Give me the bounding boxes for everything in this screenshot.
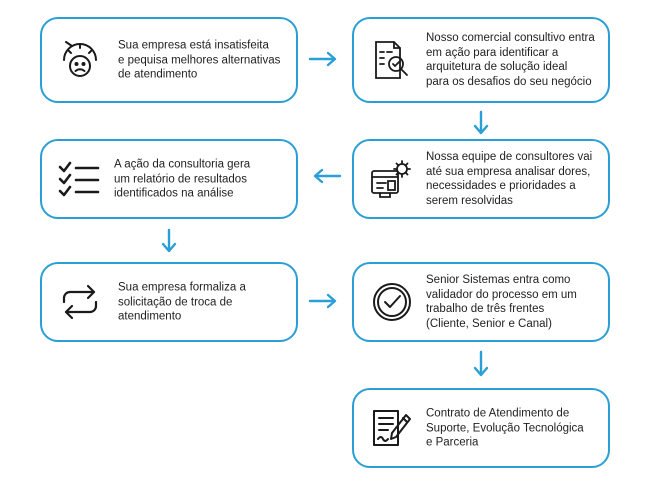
step-text-4: A ação da consultoria gera um relatório … [114,158,251,200]
step-box-6: Senior Sistemas entra como validador do … [352,262,610,342]
step-box-1: Sua empresa está insatisfeita e pequisa … [40,17,298,103]
document-magnifier-icon [368,38,412,82]
checklist-icon [56,157,102,201]
step-text-5: Sua empresa formaliza a solicitação de t… [118,281,246,323]
step-text-3: Nossa equipe de consultores vai até sua … [426,151,593,207]
step-text-1: Sua empresa está insatisfeita e pequisa … [118,39,281,81]
step-box-5: Sua empresa formaliza a solicitação de t… [40,262,298,342]
arrow-right-1 [308,50,342,68]
contract-signing-icon [368,405,414,451]
arrow-down-1 [472,110,490,138]
arrow-right-2 [308,292,342,310]
step-box-7: Contrato de Atendimento de Suporte, Evol… [352,388,610,468]
step-box-2: Nosso comercial consultivo entra em ação… [352,17,610,103]
arrow-left-1 [308,167,342,185]
step-text-6: Senior Sistemas entra como validador do … [426,274,577,330]
check-circle-icon [370,280,414,324]
step-box-4: A ação da consultoria gera um relatório … [40,139,298,219]
unhappy-face-meter-icon [58,38,102,82]
arrow-down-3 [472,350,490,380]
step-text-7: Contrato de Atendimento de Suporte, Evol… [426,407,584,449]
arrow-down-2 [160,228,178,256]
analysis-dashboard-gear-icon [368,157,412,201]
step-box-3: Nossa equipe de consultores vai até sua … [352,139,610,219]
step-text-2: Nosso comercial consultivo entra em ação… [426,32,595,88]
swap-arrows-icon [58,280,102,324]
